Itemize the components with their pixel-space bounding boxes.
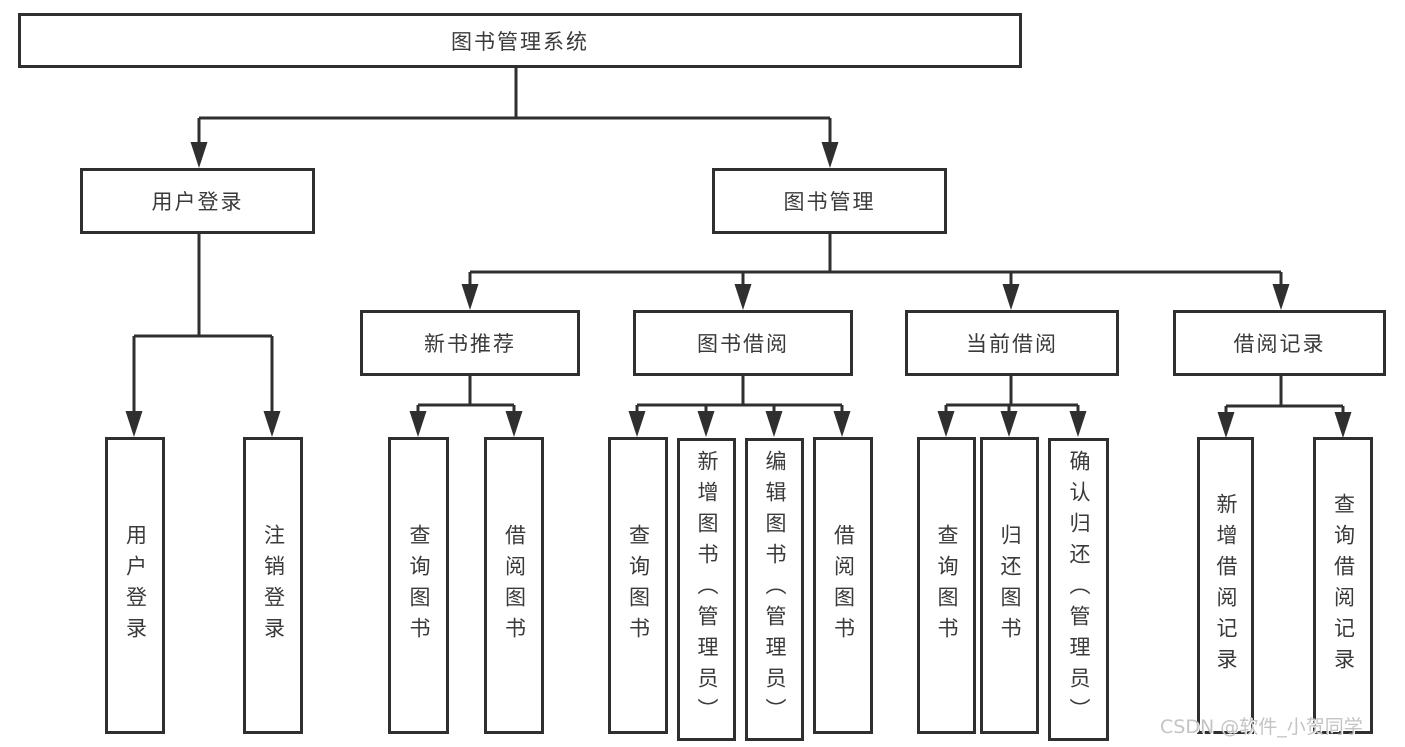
- leaf-query-borrow-record-label: 查询借阅记录: [1331, 492, 1356, 679]
- leaf-query-books-current-label: 查询图书: [935, 523, 959, 648]
- node-borrow-record-label: 借阅记录: [1233, 332, 1326, 356]
- edge-bookborrow-to-leaves: [635, 375, 844, 431]
- leaf-user-login: 用户登录: [105, 437, 165, 734]
- leaf-query-books-rec-label: 查询图书: [407, 523, 431, 648]
- leaf-query-books-rec: 查询图书: [388, 437, 449, 734]
- leaf-logout: 注销登录: [243, 437, 303, 734]
- leaf-add-books-admin-label: 新增图书（管理员）: [695, 450, 719, 729]
- edge-newbookrec-to-leaves: [416, 375, 516, 431]
- node-user-login-label: 用户登录: [151, 190, 244, 214]
- leaf-add-books-admin: 新增图书（管理员）: [677, 438, 736, 741]
- edge-userlogin-to-leaves: [132, 233, 274, 431]
- leaf-borrow-books-borrow-label: 借阅图书: [831, 523, 856, 648]
- node-book-mgmt: 图书管理: [712, 168, 947, 234]
- node-current-borrow: 当前借阅: [905, 310, 1119, 376]
- leaf-borrow-books-rec: 借阅图书: [484, 437, 544, 734]
- node-book-borrow: 图书借阅: [633, 310, 853, 376]
- node-book-mgmt-label: 图书管理: [783, 190, 876, 214]
- leaf-return-books-label: 归还图书: [998, 523, 1022, 648]
- leaf-edit-books-admin-label: 编辑图书（管理员）: [763, 450, 787, 729]
- leaf-borrow-books-rec-label: 借阅图书: [502, 523, 527, 648]
- leaf-add-borrow-record: 新增借阅记录: [1197, 437, 1254, 734]
- leaf-query-books-current: 查询图书: [917, 437, 976, 734]
- leaf-query-books-borrow: 查询图书: [608, 437, 668, 734]
- node-borrow-record: 借阅记录: [1173, 310, 1386, 376]
- leaf-return-books: 归还图书: [980, 437, 1039, 734]
- node-book-borrow-label: 图书借阅: [697, 332, 789, 356]
- leaf-query-borrow-record: 查询借阅记录: [1313, 437, 1373, 734]
- edge-borrowrecord-to-leaves: [1224, 375, 1345, 432]
- node-root: 图书管理系统: [18, 13, 1022, 68]
- leaf-logout-label: 注销登录: [261, 523, 286, 648]
- leaf-borrow-books-borrow: 借阅图书: [813, 437, 873, 734]
- leaf-confirm-return-admin: 确认归还（管理员）: [1048, 438, 1109, 741]
- edge-bookmgmt-to-level3: [468, 233, 1283, 304]
- leaf-confirm-return-admin-label: 确认归还（管理员）: [1067, 450, 1091, 729]
- node-new-book-rec-label: 新书推荐: [424, 332, 516, 356]
- csdn-watermark: CSDN @软件_小贺同学: [1160, 716, 1363, 738]
- node-new-book-rec: 新书推荐: [360, 310, 580, 376]
- node-user-login: 用户登录: [80, 168, 315, 234]
- arrowhead-icons: [125, 142, 1352, 438]
- leaf-edit-books-admin: 编辑图书（管理员）: [745, 438, 804, 741]
- node-current-borrow-label: 当前借阅: [966, 332, 1058, 356]
- leaf-query-books-borrow-label: 查询图书: [626, 523, 651, 648]
- edge-root-to-level2: [197, 68, 832, 162]
- leaf-add-borrow-record-label: 新增借阅记录: [1214, 492, 1238, 679]
- leaf-user-login-label: 用户登录: [123, 523, 148, 648]
- node-root-label: 图书管理系统: [451, 29, 589, 54]
